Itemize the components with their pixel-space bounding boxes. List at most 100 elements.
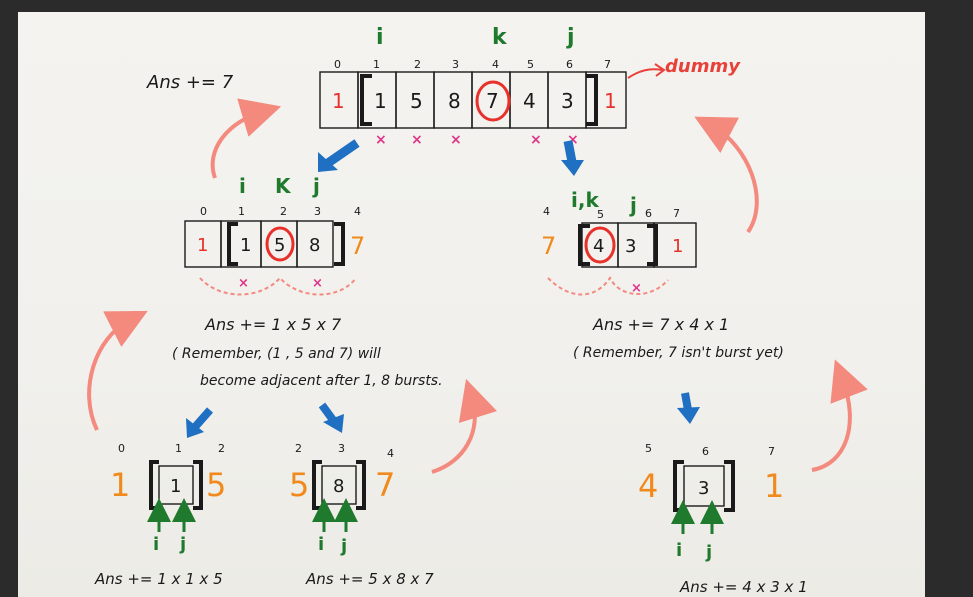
cell-value: 7 bbox=[375, 466, 395, 504]
arrowhead bbox=[561, 160, 584, 176]
cell-value: 5 bbox=[274, 235, 285, 256]
index-label: 4 bbox=[492, 58, 499, 71]
cell-value: 1 bbox=[110, 466, 130, 504]
index-label: 6 bbox=[702, 445, 709, 458]
left-bracket bbox=[673, 460, 684, 512]
right-bracket bbox=[724, 460, 735, 512]
index-label: 2 bbox=[280, 205, 287, 218]
left-array-group: i K j 0 1 2 3 4 1 1 5 8 7 × × bbox=[172, 174, 443, 389]
cell-value: 5 bbox=[410, 89, 423, 113]
index-label: 5 bbox=[645, 442, 652, 455]
return-arrow-leaf2 bbox=[431, 378, 498, 474]
cell-value: 3 bbox=[698, 478, 709, 499]
cell-value: 7 bbox=[541, 232, 556, 260]
left-ans-text: Ans += 1 x 5 x 7 bbox=[204, 315, 342, 334]
cell-value: 3 bbox=[625, 236, 636, 257]
index-label: 7 bbox=[604, 58, 611, 71]
leaf2-group: 2 3 4 5 8 7 i j Ans += 5 x 8 x 7 bbox=[289, 442, 434, 588]
top-indices: 0 1 2 3 4 5 6 7 bbox=[334, 58, 611, 71]
pointer-j: j bbox=[340, 536, 347, 557]
cell-value: 1 bbox=[170, 476, 181, 497]
cell-value: 1 bbox=[374, 89, 387, 113]
cell-value: 5 bbox=[206, 466, 226, 504]
index-label: 7 bbox=[673, 207, 680, 220]
down-arrow-left bbox=[325, 139, 360, 167]
left-bracket bbox=[578, 224, 590, 266]
cell-value: 4 bbox=[638, 467, 658, 505]
arrowhead bbox=[318, 152, 338, 172]
array-cell bbox=[585, 71, 627, 129]
chosen-circle bbox=[265, 226, 295, 262]
index-label: 6 bbox=[645, 207, 652, 220]
dummy-label: dummy bbox=[665, 56, 741, 77]
cell-value: 1 bbox=[197, 235, 208, 256]
leaf2-ans-text: Ans += 5 x 8 x 7 bbox=[305, 570, 434, 588]
pointer-i: i bbox=[676, 540, 682, 561]
cell-value: 8 bbox=[333, 476, 344, 497]
pointer-j: j bbox=[312, 174, 320, 198]
right-array-group: i,k j 4 5 6 7 7 4 3 1 × Ans += 7 x 4 x 1… bbox=[541, 188, 784, 361]
index-label: 2 bbox=[295, 442, 302, 455]
top-values: 1 1 5 8 7 4 3 1 bbox=[332, 89, 617, 113]
right-bracket bbox=[334, 222, 345, 266]
down-arrow-right bbox=[563, 140, 577, 163]
cell-value: 4 bbox=[593, 236, 604, 257]
right-bracket bbox=[586, 74, 598, 126]
index-label: 6 bbox=[566, 58, 573, 71]
burst-marks: × × × × × bbox=[375, 132, 579, 148]
top-ans-text: Ans += 7 bbox=[146, 72, 234, 93]
index-label: 0 bbox=[118, 442, 125, 455]
left-bracket bbox=[312, 460, 322, 510]
left-note-line1: ( Remember, (1 , 5 and 7) will bbox=[172, 346, 381, 362]
pointer-i: i bbox=[318, 534, 324, 555]
right-note: ( Remember, 7 isn't burst yet) bbox=[573, 345, 784, 361]
arrowhead bbox=[323, 414, 344, 433]
index-label: 2 bbox=[414, 58, 421, 71]
chosen-circle bbox=[584, 226, 616, 264]
cell-value: 8 bbox=[448, 89, 461, 113]
index-label: 4 bbox=[354, 205, 361, 218]
index-label: 4 bbox=[387, 447, 394, 460]
index-label: 4 bbox=[543, 205, 550, 218]
array-cell bbox=[296, 220, 334, 268]
left-bracket bbox=[227, 222, 238, 266]
left-bracket bbox=[149, 460, 159, 510]
cell-value: 7 bbox=[350, 232, 365, 260]
burst-x: × bbox=[312, 276, 323, 291]
index-label: 3 bbox=[338, 442, 345, 455]
cell-value: 1 bbox=[240, 235, 251, 256]
leaf1-group: 0 1 2 1 1 5 i j Ans += 1 x 1 x 5 bbox=[94, 442, 226, 588]
right-bracket bbox=[193, 460, 203, 510]
right-bracket bbox=[647, 224, 658, 266]
leaf3-group: 5 6 7 4 3 1 i j Ans += 4 x 3 x 1 bbox=[638, 442, 808, 596]
index-label: 0 bbox=[200, 205, 207, 218]
pointer-j: j bbox=[179, 534, 186, 555]
leaf1-ans-text: Ans += 1 x 1 x 5 bbox=[94, 570, 223, 588]
cell-value: 5 bbox=[289, 466, 309, 504]
pointer-j: j bbox=[705, 542, 712, 563]
return-arrow-leaf1 bbox=[87, 310, 148, 431]
left-note-line2: become adjacent after 1, 8 bursts. bbox=[200, 373, 443, 389]
top-cells bbox=[319, 71, 627, 129]
top-array-group: Ans += 7 i k j 0 1 2 3 4 5 6 7 1 bbox=[146, 25, 741, 148]
index-label: 3 bbox=[314, 205, 321, 218]
down-arrow-leaf1 bbox=[192, 407, 213, 430]
pointer-k: K bbox=[275, 174, 292, 198]
cell-value: 1 bbox=[332, 89, 345, 113]
pointer-i: i bbox=[376, 25, 384, 50]
burst-x: × bbox=[631, 281, 642, 296]
index-label: 0 bbox=[334, 58, 341, 71]
burst-x: × bbox=[530, 132, 542, 148]
burst-x: × bbox=[450, 132, 462, 148]
burst-x: × bbox=[238, 276, 249, 291]
dummy-arrow bbox=[627, 68, 663, 79]
index-label: 5 bbox=[527, 58, 534, 71]
cell-value: 3 bbox=[561, 89, 574, 113]
cell-value: 1 bbox=[672, 236, 683, 257]
cell-value: 4 bbox=[523, 89, 536, 113]
burst-x: × bbox=[411, 132, 423, 148]
adjacency-arcs bbox=[199, 276, 357, 296]
down-arrow-leaf3 bbox=[681, 392, 692, 411]
cell-value: 1 bbox=[764, 467, 784, 505]
